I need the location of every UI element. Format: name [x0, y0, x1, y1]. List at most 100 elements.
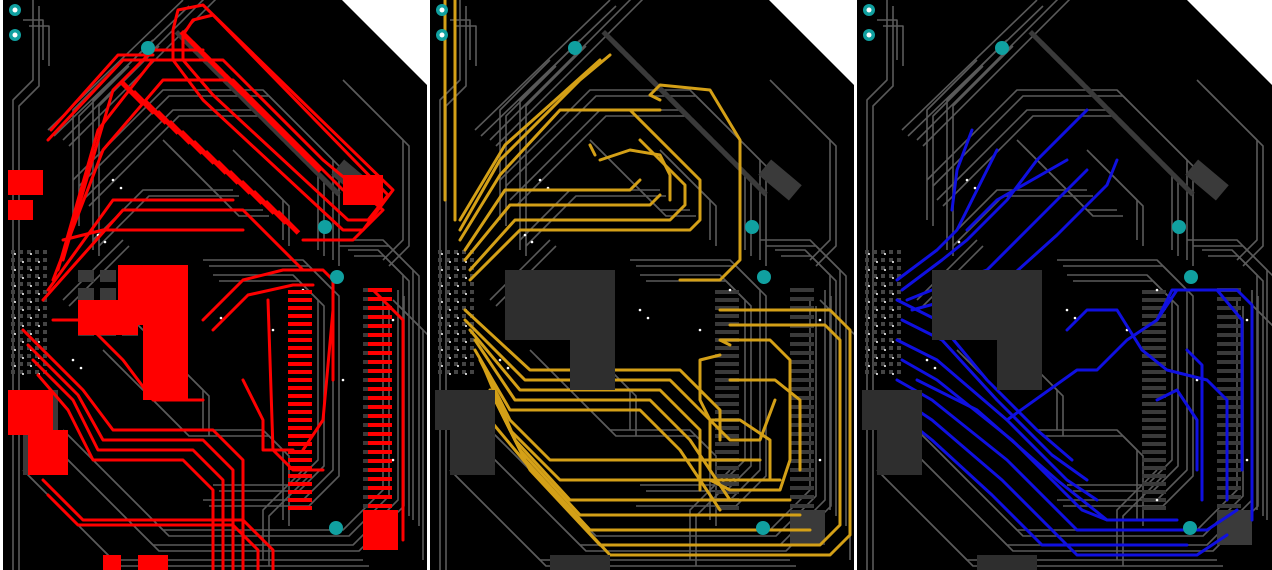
via-dot-icon	[441, 365, 443, 367]
inactive-trace	[946, 39, 1008, 250]
circle-hole-icon	[757, 270, 771, 284]
via-dot-icon	[889, 370, 893, 374]
active-trace	[458, 58, 602, 222]
via-dot-icon	[11, 282, 15, 286]
via-dot-icon	[438, 322, 442, 326]
inactive-trace	[766, 245, 847, 526]
via-dot-icon	[865, 258, 869, 262]
via-dot-icon	[470, 370, 474, 374]
via-dot-icon	[892, 261, 894, 263]
via-dot-icon	[19, 266, 23, 270]
smd-pad-icon	[715, 410, 739, 414]
inactive-trace	[219, 280, 325, 492]
smd-pad-icon	[1217, 387, 1241, 391]
active-trace	[1065, 308, 1229, 502]
active-trace	[26, 343, 235, 570]
via-dot-icon	[438, 338, 442, 342]
smd-pad-icon	[715, 298, 739, 302]
via-dot-icon	[446, 354, 450, 358]
via-dot-icon	[873, 314, 877, 318]
via-dot-icon	[462, 330, 466, 334]
circle-hole-icon	[439, 7, 445, 13]
via-dot-icon	[454, 330, 458, 334]
via-dot-icon	[35, 258, 39, 262]
copper-pour	[8, 200, 33, 220]
via-dot-icon	[865, 330, 869, 334]
active-trace	[463, 193, 662, 262]
via-dot-icon	[462, 322, 466, 326]
via-dot-icon	[30, 269, 32, 271]
via-dot-icon	[897, 282, 901, 286]
via-dot-icon	[892, 373, 894, 375]
active-trace	[965, 158, 1069, 232]
smd-pad-icon	[715, 394, 739, 398]
via-dot-icon	[11, 274, 15, 278]
via-dot-icon	[35, 346, 39, 350]
inactive-trace	[456, 25, 477, 66]
via-dot-icon	[470, 298, 474, 302]
via-dot-icon	[897, 250, 901, 254]
inactive-trace	[485, 296, 832, 552]
via-dot-icon	[462, 274, 466, 278]
via-dot-icon	[638, 308, 642, 312]
smd-pad-icon	[1217, 423, 1241, 427]
smd-pad-icon	[1142, 506, 1166, 510]
via-dot-icon	[391, 318, 395, 322]
via-dot-icon	[35, 306, 39, 310]
smd-pad-icon	[288, 362, 312, 366]
via-dot-icon	[14, 269, 16, 271]
via-dot-icon	[865, 362, 869, 366]
via-dot-icon	[11, 314, 15, 318]
active-trace	[241, 378, 295, 452]
circle-hole-icon	[866, 32, 872, 38]
via-dot-icon	[19, 298, 23, 302]
via-dot-icon	[457, 285, 459, 287]
via-dot-icon	[43, 250, 47, 254]
inactive-trace	[168, 145, 269, 217]
via-dot-icon	[897, 370, 901, 374]
inactive-trace	[922, 0, 1071, 147]
smd-pad-icon	[288, 418, 312, 422]
via-dot-icon	[454, 370, 458, 374]
inactive-trace	[23, 19, 44, 60]
via-dot-icon	[470, 346, 474, 350]
smd-pad-icon	[368, 432, 392, 436]
inactive-trace	[450, 19, 471, 60]
inactive-trace	[1067, 274, 1173, 486]
via-dot-icon	[876, 261, 878, 263]
smd-pad-icon	[288, 498, 312, 502]
smd-pad-icon	[715, 386, 739, 390]
inactive-trace	[72, 89, 334, 260]
via-dot-icon	[698, 328, 702, 332]
via-dot-icon	[873, 338, 877, 342]
smd-pad-icon	[300, 150, 323, 173]
via-dot-icon	[446, 266, 450, 270]
via-dot-icon	[889, 282, 893, 286]
active-trace	[1155, 388, 1199, 472]
pcb-view-top-layer[interactable]	[3, 0, 427, 570]
smd-pad-icon	[368, 297, 392, 301]
smd-pad-icon	[275, 210, 301, 235]
active-trace	[468, 328, 702, 492]
via-dot-icon	[27, 250, 31, 254]
via-dot-icon	[43, 322, 47, 326]
smd-pad-icon	[715, 466, 739, 470]
via-dot-icon	[38, 341, 40, 343]
via-dot-icon	[454, 282, 458, 286]
via-dot-icon	[506, 366, 510, 370]
smd-pad-icon	[790, 432, 814, 436]
smd-pad-icon	[1217, 468, 1241, 472]
pcb-view-bottom-layer[interactable]	[857, 0, 1272, 570]
component-footprint	[450, 430, 495, 475]
inactive-trace	[932, 95, 1194, 266]
via-dot-icon	[27, 274, 31, 278]
inactive-trace	[348, 85, 410, 267]
via-dot-icon	[11, 258, 15, 262]
smd-pad-icon	[368, 351, 392, 355]
pcb-view-mid-layer[interactable]	[430, 0, 854, 570]
smd-pad-icon	[1217, 351, 1241, 355]
smd-pad-icon	[790, 468, 814, 472]
smd-pad-icon	[1217, 495, 1241, 499]
via-dot-icon	[873, 274, 877, 278]
via-dot-icon	[22, 293, 24, 295]
